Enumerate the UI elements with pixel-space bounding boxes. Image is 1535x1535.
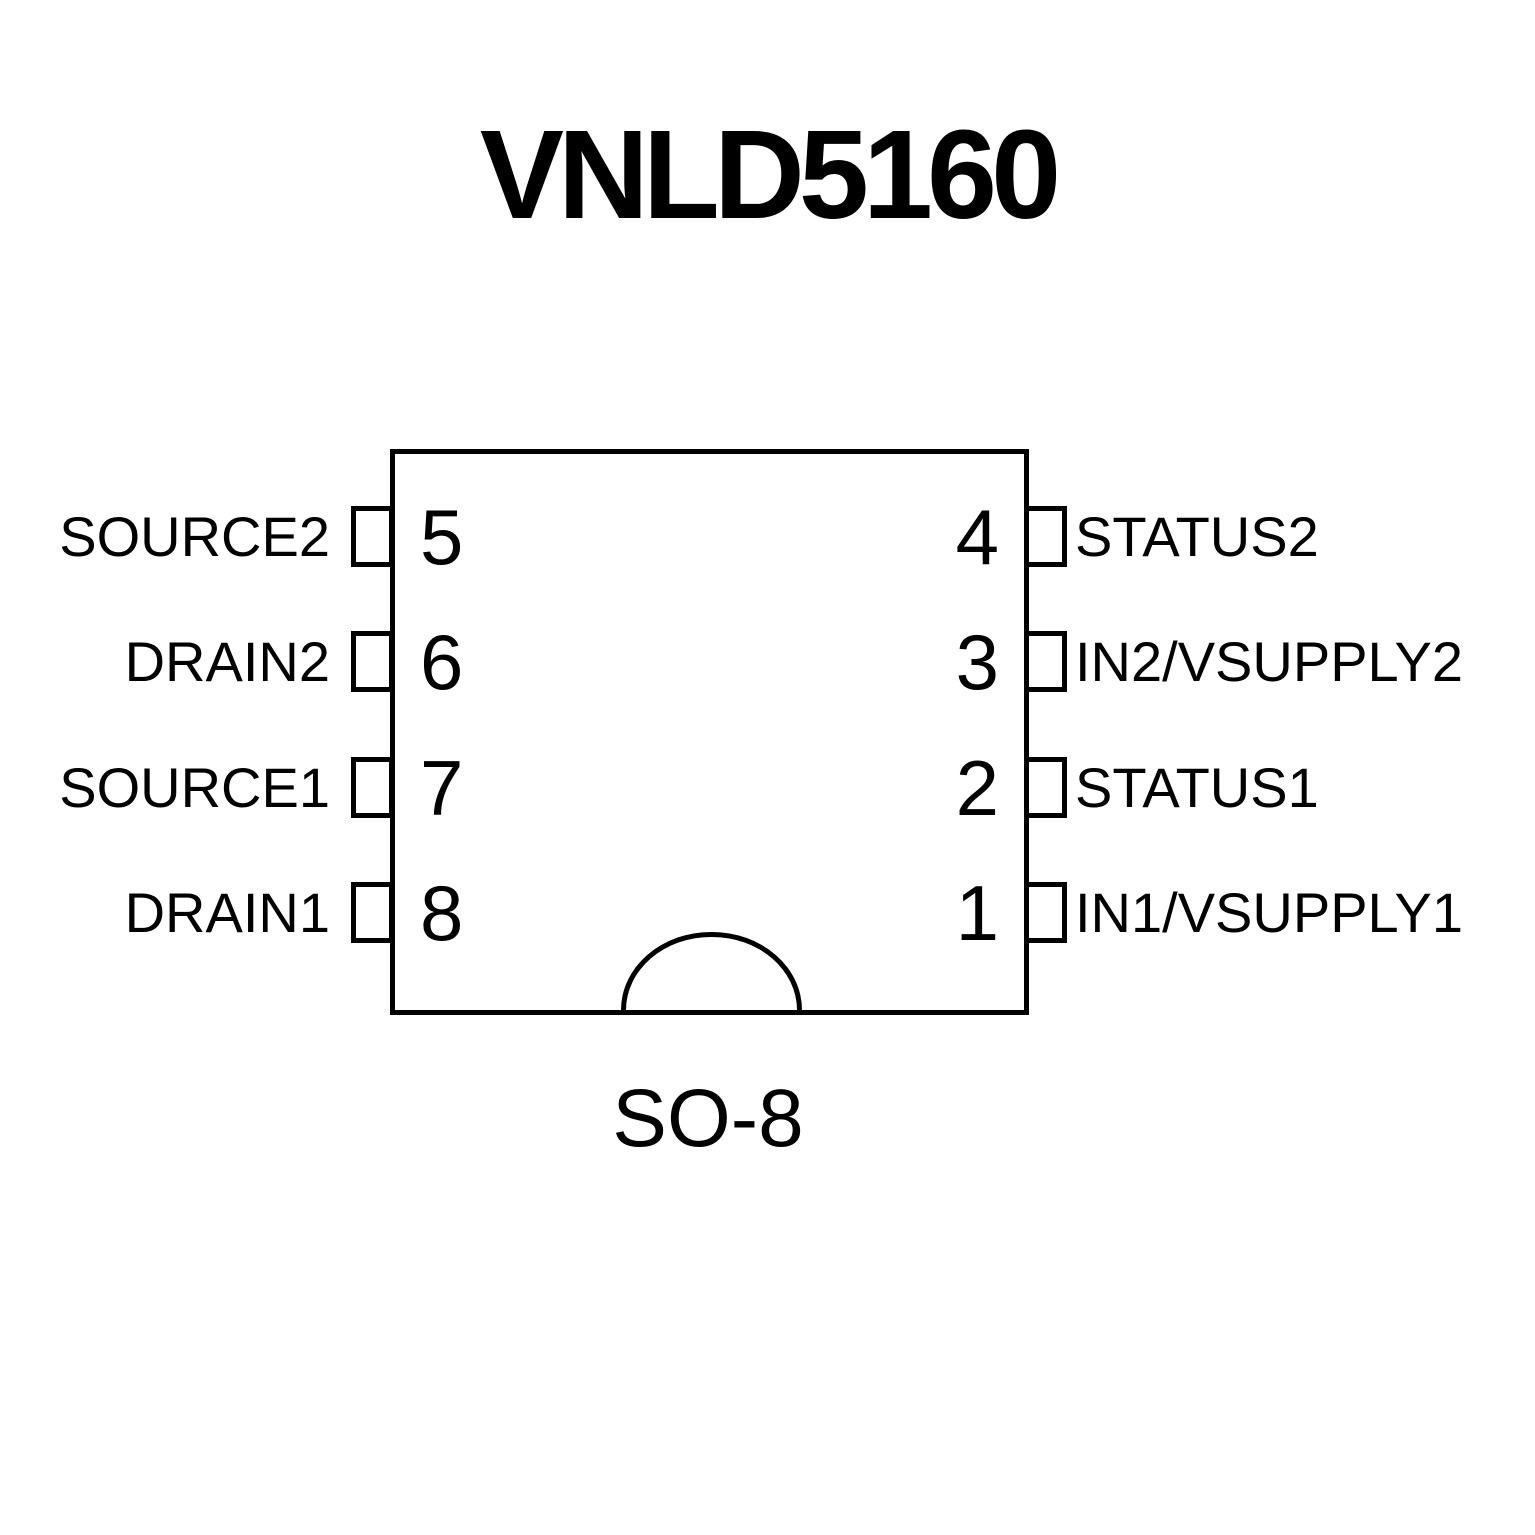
pin8-lead xyxy=(351,882,394,943)
pin8-name: DRAIN1 xyxy=(124,881,330,944)
pin4-lead xyxy=(1024,506,1067,567)
pin6-lead xyxy=(351,631,394,692)
pin7-lead xyxy=(351,757,394,818)
chip-body xyxy=(390,449,1029,1015)
pin4-number: 4 xyxy=(955,493,999,581)
pin3-name: IN2/VSUPPLY2 xyxy=(1075,630,1464,693)
package-label: SO-8 xyxy=(612,1073,804,1164)
pin7-number: 7 xyxy=(420,744,464,832)
pin7-name: SOURCE1 xyxy=(59,756,330,819)
pin5-name: SOURCE2 xyxy=(59,505,330,568)
pin1-name: IN1/VSUPPLY1 xyxy=(1075,881,1464,944)
pin8-number: 8 xyxy=(420,869,464,957)
pin1-lead xyxy=(1024,882,1067,943)
pin2-lead xyxy=(1024,757,1067,818)
pin3-lead xyxy=(1024,631,1067,692)
pin1-number: 1 xyxy=(955,869,999,957)
pin5-lead xyxy=(351,506,394,567)
pin2-number: 2 xyxy=(955,744,999,832)
pin6-number: 6 xyxy=(420,618,464,706)
pin4-name: STATUS2 xyxy=(1075,505,1319,568)
pin2-name: STATUS1 xyxy=(1075,756,1319,819)
page-title: VNLD5160 xyxy=(479,104,1061,245)
pin3-number: 3 xyxy=(955,618,999,706)
pin5-number: 5 xyxy=(420,493,464,581)
pin6-name: DRAIN2 xyxy=(124,630,330,693)
